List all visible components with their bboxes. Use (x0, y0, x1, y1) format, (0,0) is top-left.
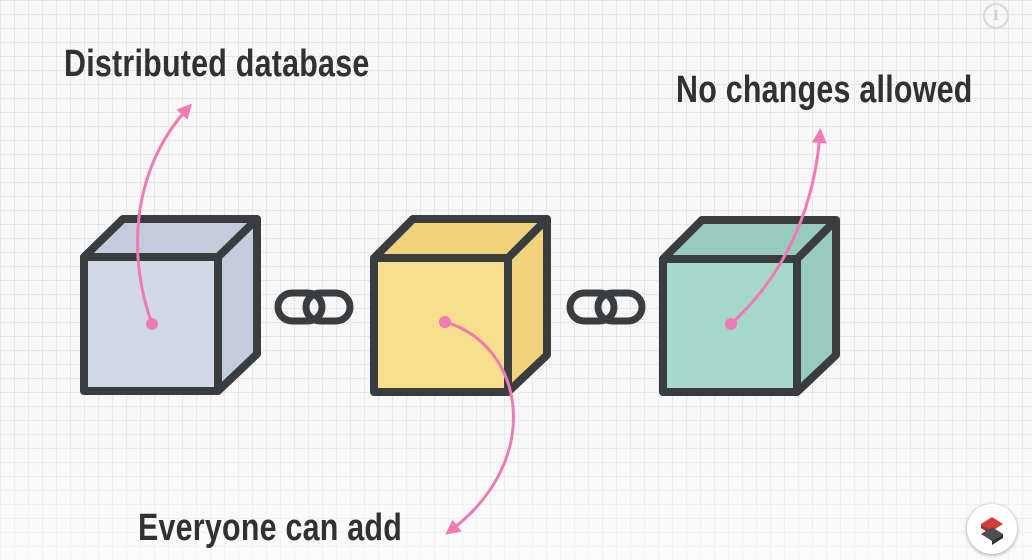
info-icon[interactable]: i (983, 3, 1009, 29)
link-icon (566, 289, 646, 325)
arrow-to-everyone-can-add (439, 316, 515, 535)
block-1-cube (80, 215, 261, 395)
label-distributed-database: Distributed database (64, 43, 370, 85)
link-icon (274, 289, 354, 325)
label-no-changes-allowed: No changes allowed (676, 69, 973, 111)
arrow-to-distributed-database (136, 103, 193, 330)
block-2-cube (370, 215, 551, 396)
label-everyone-can-add: Everyone can add (138, 507, 403, 549)
brand-logo-icon (967, 504, 1017, 554)
arrow-to-no-changes-allowed (725, 128, 827, 330)
